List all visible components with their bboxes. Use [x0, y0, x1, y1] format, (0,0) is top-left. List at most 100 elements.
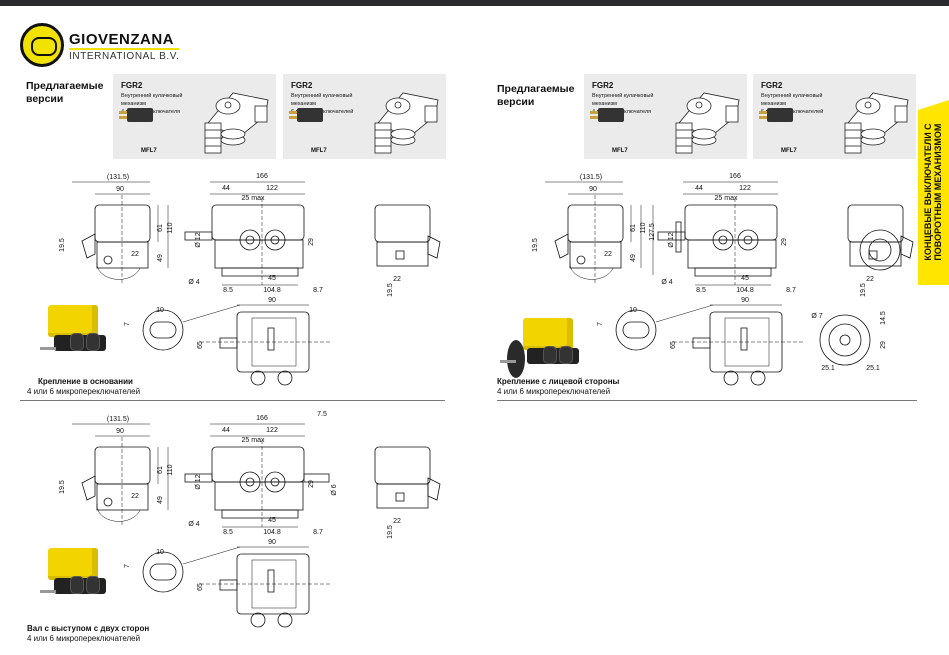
product-card-4-switches: FGR2 Внутренний кулачковый механизм4 мик… — [113, 74, 276, 159]
brand: GIOVENZANA INTERNATIONAL B.V. — [69, 32, 180, 62]
microswitch-image — [598, 108, 624, 122]
dimension-label-w44: 44 — [222, 185, 230, 192]
product-model: FGR2 — [761, 81, 783, 90]
top-bar — [0, 0, 949, 6]
switch-label: MFL7 — [311, 148, 327, 154]
dimension-label-h29: 29 — [308, 238, 315, 246]
dimension-label-w166: 166 — [256, 415, 268, 422]
dimension-label-s7: 7 — [597, 322, 604, 326]
dimension-label-h1275: 127.5 — [649, 223, 656, 241]
product-photo-double-shaft — [40, 548, 115, 610]
dimension-label-h61: 61 — [157, 224, 164, 232]
brand-name: GIOVENZANA — [69, 32, 180, 50]
dimension-label-w166: 166 — [256, 173, 268, 180]
dimension-label-f29: 29 — [880, 341, 887, 349]
dimension-label-w75: 7.5 — [317, 411, 327, 418]
dimension-label-h49: 49 — [157, 254, 164, 262]
dimension-label-w131: (131.5) — [107, 416, 129, 423]
caption-front-mount: Крепление с лицевой стороны 4 или 6 микр… — [497, 377, 620, 396]
product-photo-front-mount — [500, 318, 580, 380]
dimension-label-bh195: 19.5 — [387, 283, 394, 297]
dimension-label-w122: 122 — [266, 185, 278, 192]
dimension-label-h29: 29 — [781, 238, 788, 246]
drawing-panel-front-mount — [544, 181, 914, 386]
dimension-label-w22: 22 — [604, 251, 612, 258]
dimension-label-w85: 8.5 — [696, 287, 706, 294]
dimension-label-s10: 10 — [156, 307, 164, 314]
dimension-label-w1048: 104.8 — [263, 287, 281, 294]
product-card-6-switches: FGR2 Внутренний кулачковый механизм6 мик… — [283, 74, 446, 159]
dimension-label-bw22: 22 — [393, 518, 401, 525]
dimension-label-bw22: 22 — [866, 276, 874, 283]
dimension-label-bh195: 19.5 — [387, 525, 394, 539]
dimension-label-bh195: 19.5 — [860, 283, 867, 297]
dimension-label-h110: 110 — [167, 222, 174, 233]
dimension-label-w85: 8.5 — [223, 287, 233, 294]
dimension-label-w44: 44 — [695, 185, 703, 192]
dimension-label-w25: 25 max — [242, 437, 265, 444]
dimension-label-w122: 122 — [266, 427, 278, 434]
giovenzana-logo — [20, 23, 64, 67]
product-model: FGR2 — [592, 81, 614, 90]
dimension-label-h195: 19.5 — [59, 480, 66, 494]
versions-title: Предлагаемые версии — [497, 83, 575, 108]
caption-double-shaft: Вал с выступом с двух сторон 4 или 6 мик… — [27, 624, 150, 643]
dimension-label-t65: 65 — [197, 583, 204, 591]
dimension-label-f145: 14.5 — [880, 311, 887, 325]
dimension-label-d4: Ø 4 — [188, 279, 199, 286]
dimension-label-h61: 61 — [630, 224, 637, 232]
dimension-label-w166: 166 — [729, 173, 741, 180]
dimension-label-w1048: 104.8 — [736, 287, 754, 294]
microswitch-image — [127, 108, 153, 122]
dimension-label-s7: 7 — [124, 322, 131, 326]
dimension-label-f251a: 25.1 — [821, 365, 835, 372]
dimension-label-d4: Ø 4 — [188, 521, 199, 528]
dimension-label-d7: Ø 7 — [811, 313, 822, 320]
dimension-label-h110: 110 — [167, 464, 174, 475]
dimension-label-w25: 25 max — [715, 195, 738, 202]
dimension-label-f251b: 25.1 — [866, 365, 880, 372]
dimension-label-d4: Ø 4 — [661, 279, 672, 286]
dimension-label-d12: Ø 12 — [195, 474, 202, 489]
product-photo-base-mount — [40, 305, 115, 367]
dimension-label-d12: Ø 12 — [195, 232, 202, 247]
dimension-label-w87: 8.7 — [313, 287, 323, 294]
dimension-label-w87: 8.7 — [786, 287, 796, 294]
dimension-label-h49: 49 — [157, 496, 164, 504]
dimension-label-w45: 45 — [268, 517, 276, 524]
dimension-label-bw22: 22 — [393, 276, 401, 283]
divider — [20, 400, 445, 401]
dimension-label-w45: 45 — [268, 275, 276, 282]
dimension-label-w87: 8.7 — [313, 529, 323, 536]
switch-label: MFL7 — [612, 148, 628, 154]
dimension-label-s7: 7 — [124, 564, 131, 568]
microswitch-image — [767, 108, 793, 122]
dimension-label-w85: 8.5 — [223, 529, 233, 536]
caption-base-mount: Крепление в основании 4 или 6 микроперек… — [27, 377, 141, 396]
dimension-label-s10: 10 — [629, 307, 637, 314]
dimension-label-w131: (131.5) — [107, 174, 129, 181]
dimension-label-d12: Ø 12 — [668, 232, 675, 247]
dimension-label-w45: 45 — [741, 275, 749, 282]
drawing-panel-base-mount — [71, 181, 441, 386]
dimension-label-t90: 90 — [741, 297, 749, 304]
dimension-label-w22: 22 — [131, 251, 139, 258]
switch-label: MFL7 — [781, 148, 797, 154]
dimension-label-t65: 65 — [197, 341, 204, 349]
dimension-label-t65: 65 — [670, 341, 677, 349]
microswitch-image — [297, 108, 323, 122]
product-card-4-switches: FGR2 Внутренний кулачковый механизм4 мик… — [584, 74, 747, 159]
drawing-panel-double-shaft — [71, 423, 441, 628]
product-card-6-switches: FGR2 Внутренний кулачковый механизм6 мик… — [753, 74, 916, 159]
product-model: FGR2 — [291, 81, 313, 90]
dimension-label-w131: (131.5) — [580, 174, 602, 181]
dimension-label-t90: 90 — [268, 297, 276, 304]
dimension-label-h61: 61 — [157, 466, 164, 474]
dimension-label-d6: Ø 6 — [331, 484, 338, 495]
dimension-label-h195: 19.5 — [532, 238, 539, 252]
dimension-label-w90: 90 — [116, 186, 124, 193]
dimension-label-s10: 10 — [156, 549, 164, 556]
dimension-label-h110: 110 — [640, 222, 647, 233]
dimension-label-h29: 29 — [308, 480, 315, 488]
